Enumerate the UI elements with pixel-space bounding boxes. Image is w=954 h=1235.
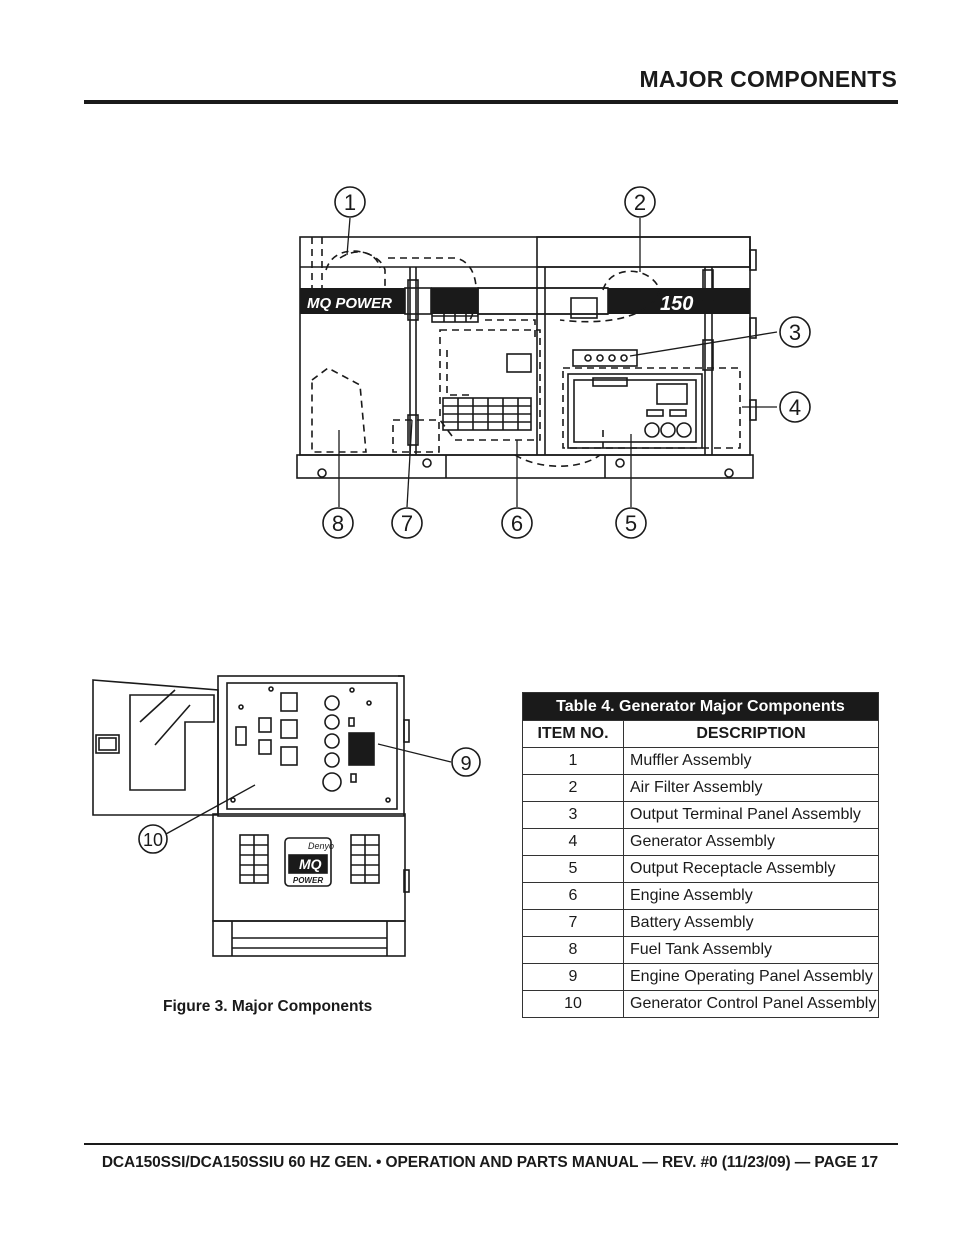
table-row: 5 Output Receptacle Assembly: [522, 855, 879, 883]
title-rule: [84, 100, 898, 104]
top-callout-circles: [322, 186, 811, 539]
table-row: 10 Generator Control Panel Assembly: [522, 990, 879, 1018]
item-number: 9: [522, 963, 624, 991]
item-number: 3: [522, 801, 624, 829]
generator-side-view: [296, 236, 757, 479]
page-title: MAJOR COMPONENTS: [639, 66, 897, 92]
item-description: Air Filter Assembly: [623, 774, 879, 802]
table-row: 1 Muffler Assembly: [522, 747, 879, 775]
callout-2: 2: [634, 190, 646, 215]
item-number: 7: [522, 909, 624, 937]
footer-text: DCA150SSI/DCA150SSIU 60 HZ GEN. • OPERAT…: [101, 1154, 878, 1171]
item-description: Output Terminal Panel Assembly: [623, 801, 879, 829]
item-number: 6: [522, 882, 624, 910]
item-number: 2: [522, 774, 624, 802]
callout-9: 9: [460, 753, 471, 775]
figure-caption: Figure 3. Major Components: [163, 998, 373, 1015]
column-header-description: DESCRIPTION: [623, 720, 879, 748]
table-row: 3 Output Terminal Panel Assembly: [522, 801, 879, 829]
item-description: Generator Assembly: [623, 828, 879, 856]
item-description: Engine Assembly: [623, 882, 879, 910]
table-title: Table 4. Generator Major Components: [522, 692, 879, 721]
table-row: 8 Fuel Tank Assembly: [522, 936, 879, 964]
footer-rule: [84, 1143, 898, 1145]
callout-4: 4: [789, 395, 801, 420]
callout-7: 7: [401, 511, 413, 536]
top-leader-lines: [338, 217, 778, 508]
item-description: Engine Operating Panel Assembly: [623, 963, 879, 991]
item-number: 5: [522, 855, 624, 883]
item-description: Output Receptacle Assembly: [623, 855, 879, 883]
brand-text: MQ POWER: [307, 295, 392, 312]
callout-8: 8: [332, 511, 344, 536]
base-skid: [296, 454, 754, 479]
column-header-item: ITEM NO.: [522, 720, 624, 748]
panel-brand-top: Denyo: [308, 841, 334, 851]
control-panel-view: [92, 675, 410, 957]
callout-1: 1: [344, 190, 356, 215]
callout-3: 3: [789, 320, 801, 345]
callout-6: 6: [511, 511, 523, 536]
model-text: 150: [660, 293, 693, 315]
panel-brand-bottom: POWER: [293, 876, 323, 885]
item-number: 8: [522, 936, 624, 964]
item-description: Battery Assembly: [623, 909, 879, 937]
table-row: 9 Engine Operating Panel Assembly: [522, 963, 879, 991]
roof-section: [536, 236, 751, 268]
callout-numbers: 1 2 3 4 5 6 7 8 9 10: [143, 190, 801, 850]
bottom-leader-lines: [165, 743, 452, 835]
components-table: Table 4. Generator Major Components ITEM…: [522, 692, 879, 1018]
table-row: 7 Battery Assembly: [522, 909, 879, 937]
item-description: Fuel Tank Assembly: [623, 936, 879, 964]
table-row: 6 Engine Assembly: [522, 882, 879, 910]
table-row: 4 Generator Assembly: [522, 828, 879, 856]
panel-brand-mid: MQ: [299, 856, 322, 872]
bottom-callout-circles: [138, 747, 481, 854]
open-door: [92, 679, 219, 816]
table-row: 2 Air Filter Assembly: [522, 774, 879, 802]
callout-10: 10: [143, 830, 163, 850]
callout-5: 5: [625, 511, 637, 536]
item-description: Muffler Assembly: [623, 747, 879, 775]
item-description: Generator Control Panel Assembly: [623, 990, 879, 1018]
item-number: 1: [522, 747, 624, 775]
item-number: 4: [522, 828, 624, 856]
item-number: 10: [522, 990, 624, 1018]
